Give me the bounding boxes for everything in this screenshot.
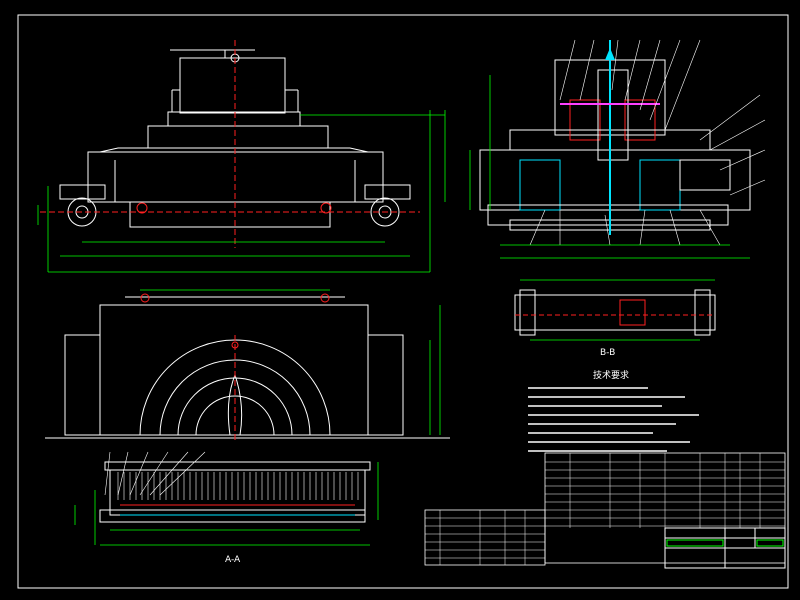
title-block-green-cells bbox=[666, 539, 724, 547]
title-block bbox=[664, 527, 786, 569]
bottom-section-dimensions bbox=[74, 462, 379, 546]
main-section-centerline bbox=[560, 40, 660, 235]
main-section-view bbox=[479, 59, 751, 231]
main-section-dimensions bbox=[469, 75, 750, 259]
parts-list-grid-right bbox=[545, 453, 785, 528]
front-elevation-dimensions bbox=[37, 110, 446, 273]
bottom-section-teeth bbox=[117, 472, 359, 500]
tech-requirements-text-lines bbox=[528, 387, 699, 452]
small-section-view bbox=[514, 289, 716, 336]
parts-list-table-left bbox=[424, 509, 546, 566]
side-view bbox=[45, 296, 450, 439]
tech-requirements-title: 技术要求 bbox=[593, 369, 629, 381]
front-elevation-view bbox=[40, 40, 420, 248]
parts-list-grid-left bbox=[425, 510, 545, 565]
bottom-section-view bbox=[99, 461, 371, 523]
small-section-dimensions bbox=[520, 279, 715, 341]
side-view-knife bbox=[227, 335, 243, 440]
drawing-frame bbox=[17, 14, 789, 589]
bottom-section-label: A-A bbox=[225, 555, 241, 565]
main-section-leaders bbox=[529, 39, 766, 246]
bottom-section-leaders bbox=[104, 451, 206, 496]
side-view-dimensions bbox=[140, 289, 441, 435]
small-section-label: B-B bbox=[600, 348, 615, 358]
